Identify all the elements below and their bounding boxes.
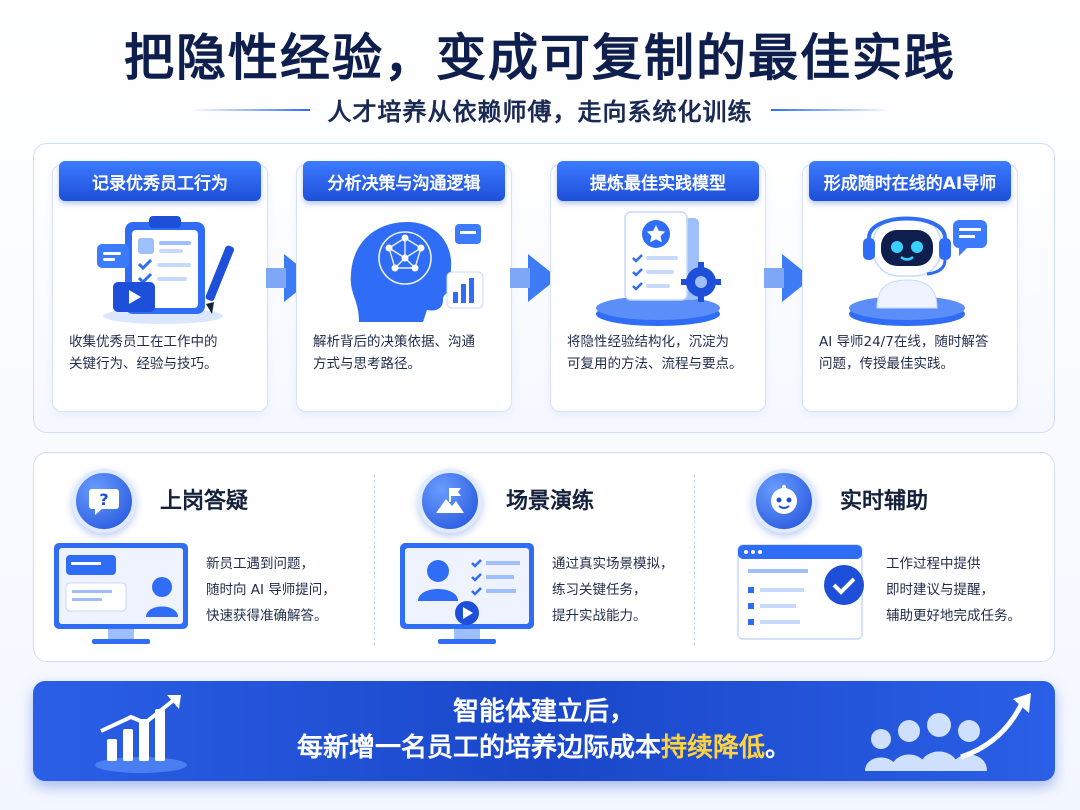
step-desc-line: 问题，传授最佳实践。 [819,356,954,372]
step-title: 记录优秀员工行为 [59,161,261,201]
step-analyze-logic: 分析决策与沟通逻辑 [296,161,512,412]
scenarios-panel: ? 上岗答疑 新员工遇到问题， 随时向 AI 导师提问， 快速获得准确解答。 [33,452,1055,662]
clipboard-icon [53,201,267,331]
people-growth-icon [865,693,1031,771]
robot-icon [803,201,1017,331]
step-description: 将隐性经验结构化，沉淀为 可复用的方法、流程与要点。 [551,331,765,375]
subtitle-row: 人才培养从依赖师傅，走向系统化训练 [0,92,1080,127]
step-record-behavior: 记录优秀员工行为 [52,161,268,412]
section-divider [374,475,375,645]
step-desc-line: AI 导师24/7在线，随时解答 [819,334,989,350]
subtitle-divider-right [770,108,891,111]
monitor-video-icon [400,541,540,651]
scenario-description: 通过真实场景模拟， 练习关键任务， 提升实战能力。 [552,551,712,629]
step-desc-line: 解析背后的决策依据、沟通 [313,334,475,350]
scenario-desc-line: 提升实战能力。 [552,608,647,624]
scenario-desc-line: 工作过程中提供 [886,556,981,572]
svg-text:?: ? [99,490,108,509]
scenario-title: 实时辅助 [840,489,929,514]
process-panel: 记录优秀员工行为 [33,143,1055,433]
scenario-desc-line: 辅助更好地完成任务。 [886,608,1021,624]
scenario-onboarding-qa: ? 上岗答疑 新员工遇到问题， 随时向 AI 导师提问， 快速获得准确解答。 [34,453,364,663]
step-desc-line: 关键行为、经验与技巧。 [69,356,218,372]
browser-check-icon [734,541,874,651]
scenario-title: 上岗答疑 [160,489,249,514]
section-divider [694,475,695,645]
scenario-desc-line: 快速获得准确解答。 [206,608,328,624]
step-title: 分析决策与沟通逻辑 [303,161,505,201]
step-desc-line: 收集优秀员工在工作中的 [69,334,218,350]
step-desc-line: 可复用的方法、流程与要点。 [567,356,743,372]
step-title: 形成随时在线的AI导师 [809,161,1011,201]
robot-face-icon [752,469,816,533]
step-desc-line: 将隐性经验结构化，沉淀为 [567,334,729,350]
monitor-chat-icon [54,541,194,651]
step-description: AI 导师24/7在线，随时解答 问题，传授最佳实践。 [803,331,1017,375]
page-subtitle: 人才培养从依赖师傅，走向系统化训练 [327,98,753,126]
banner-line-1: 智能体建立后， [452,697,635,727]
banner-line-2: 每新增一名员工的培养边际成本持续降低。 [33,729,1055,767]
scenario-realtime-assist: 实时辅助 工作过程中提供 即时建议与提醒， 辅助更好地完成任务。 [714,453,1044,663]
question-bubble-icon: ? [72,469,136,533]
scenario-desc-line: 通过真实场景模拟， [552,556,674,572]
banner-line-2-prefix: 每新增一名员工的培养边际成本 [296,733,661,763]
scenario-desc-line: 即时建议与提醒， [886,582,994,598]
banner-line-2-suffix: 。 [765,733,792,763]
scenario-practice: 场景演练 通过真实场景模拟， 练习关键任务， 提升实战 [380,453,710,663]
scenario-desc-line: 随时向 AI 导师提问， [206,582,336,598]
growth-chart-icon [95,695,187,773]
document-star-icon [551,201,765,331]
scenario-desc-line: 练习关键任务， [552,582,647,598]
step-description: 收集优秀员工在工作中的 关键行为、经验与技巧。 [53,331,267,375]
brain-head-icon [297,201,511,331]
banner-text: 智能体建立后， 每新增一名员工的培养边际成本持续降低。 [33,695,1055,767]
subtitle-divider-left [189,108,310,111]
step-description: 解析背后的决策依据、沟通 方式与思考路径。 [297,331,511,375]
banner-highlight: 持续降低 [660,733,765,763]
step-extract-model: 提炼最佳实践模型 将隐性经验结构化，沉淀为 可复 [550,161,766,412]
scenario-description: 工作过程中提供 即时建议与提醒， 辅助更好地完成任务。 [886,551,1056,629]
step-ai-mentor: 形成随时在线的AI导师 AI 导师24/7 [802,161,1018,412]
scenario-description: 新员工遇到问题， 随时向 AI 导师提问， 快速获得准确解答。 [206,551,366,629]
flag-mountain-icon [418,469,482,533]
step-title: 提炼最佳实践模型 [557,161,759,201]
scenario-desc-line: 新员工遇到问题， [206,556,314,572]
page-title: 把隐性经验，变成可复制的最佳实践 [124,29,956,87]
scenario-title: 场景演练 [506,489,595,514]
step-desc-line: 方式与思考路径。 [313,356,421,372]
conclusion-banner: 智能体建立后， 每新增一名员工的培养边际成本持续降低。 [33,681,1055,781]
